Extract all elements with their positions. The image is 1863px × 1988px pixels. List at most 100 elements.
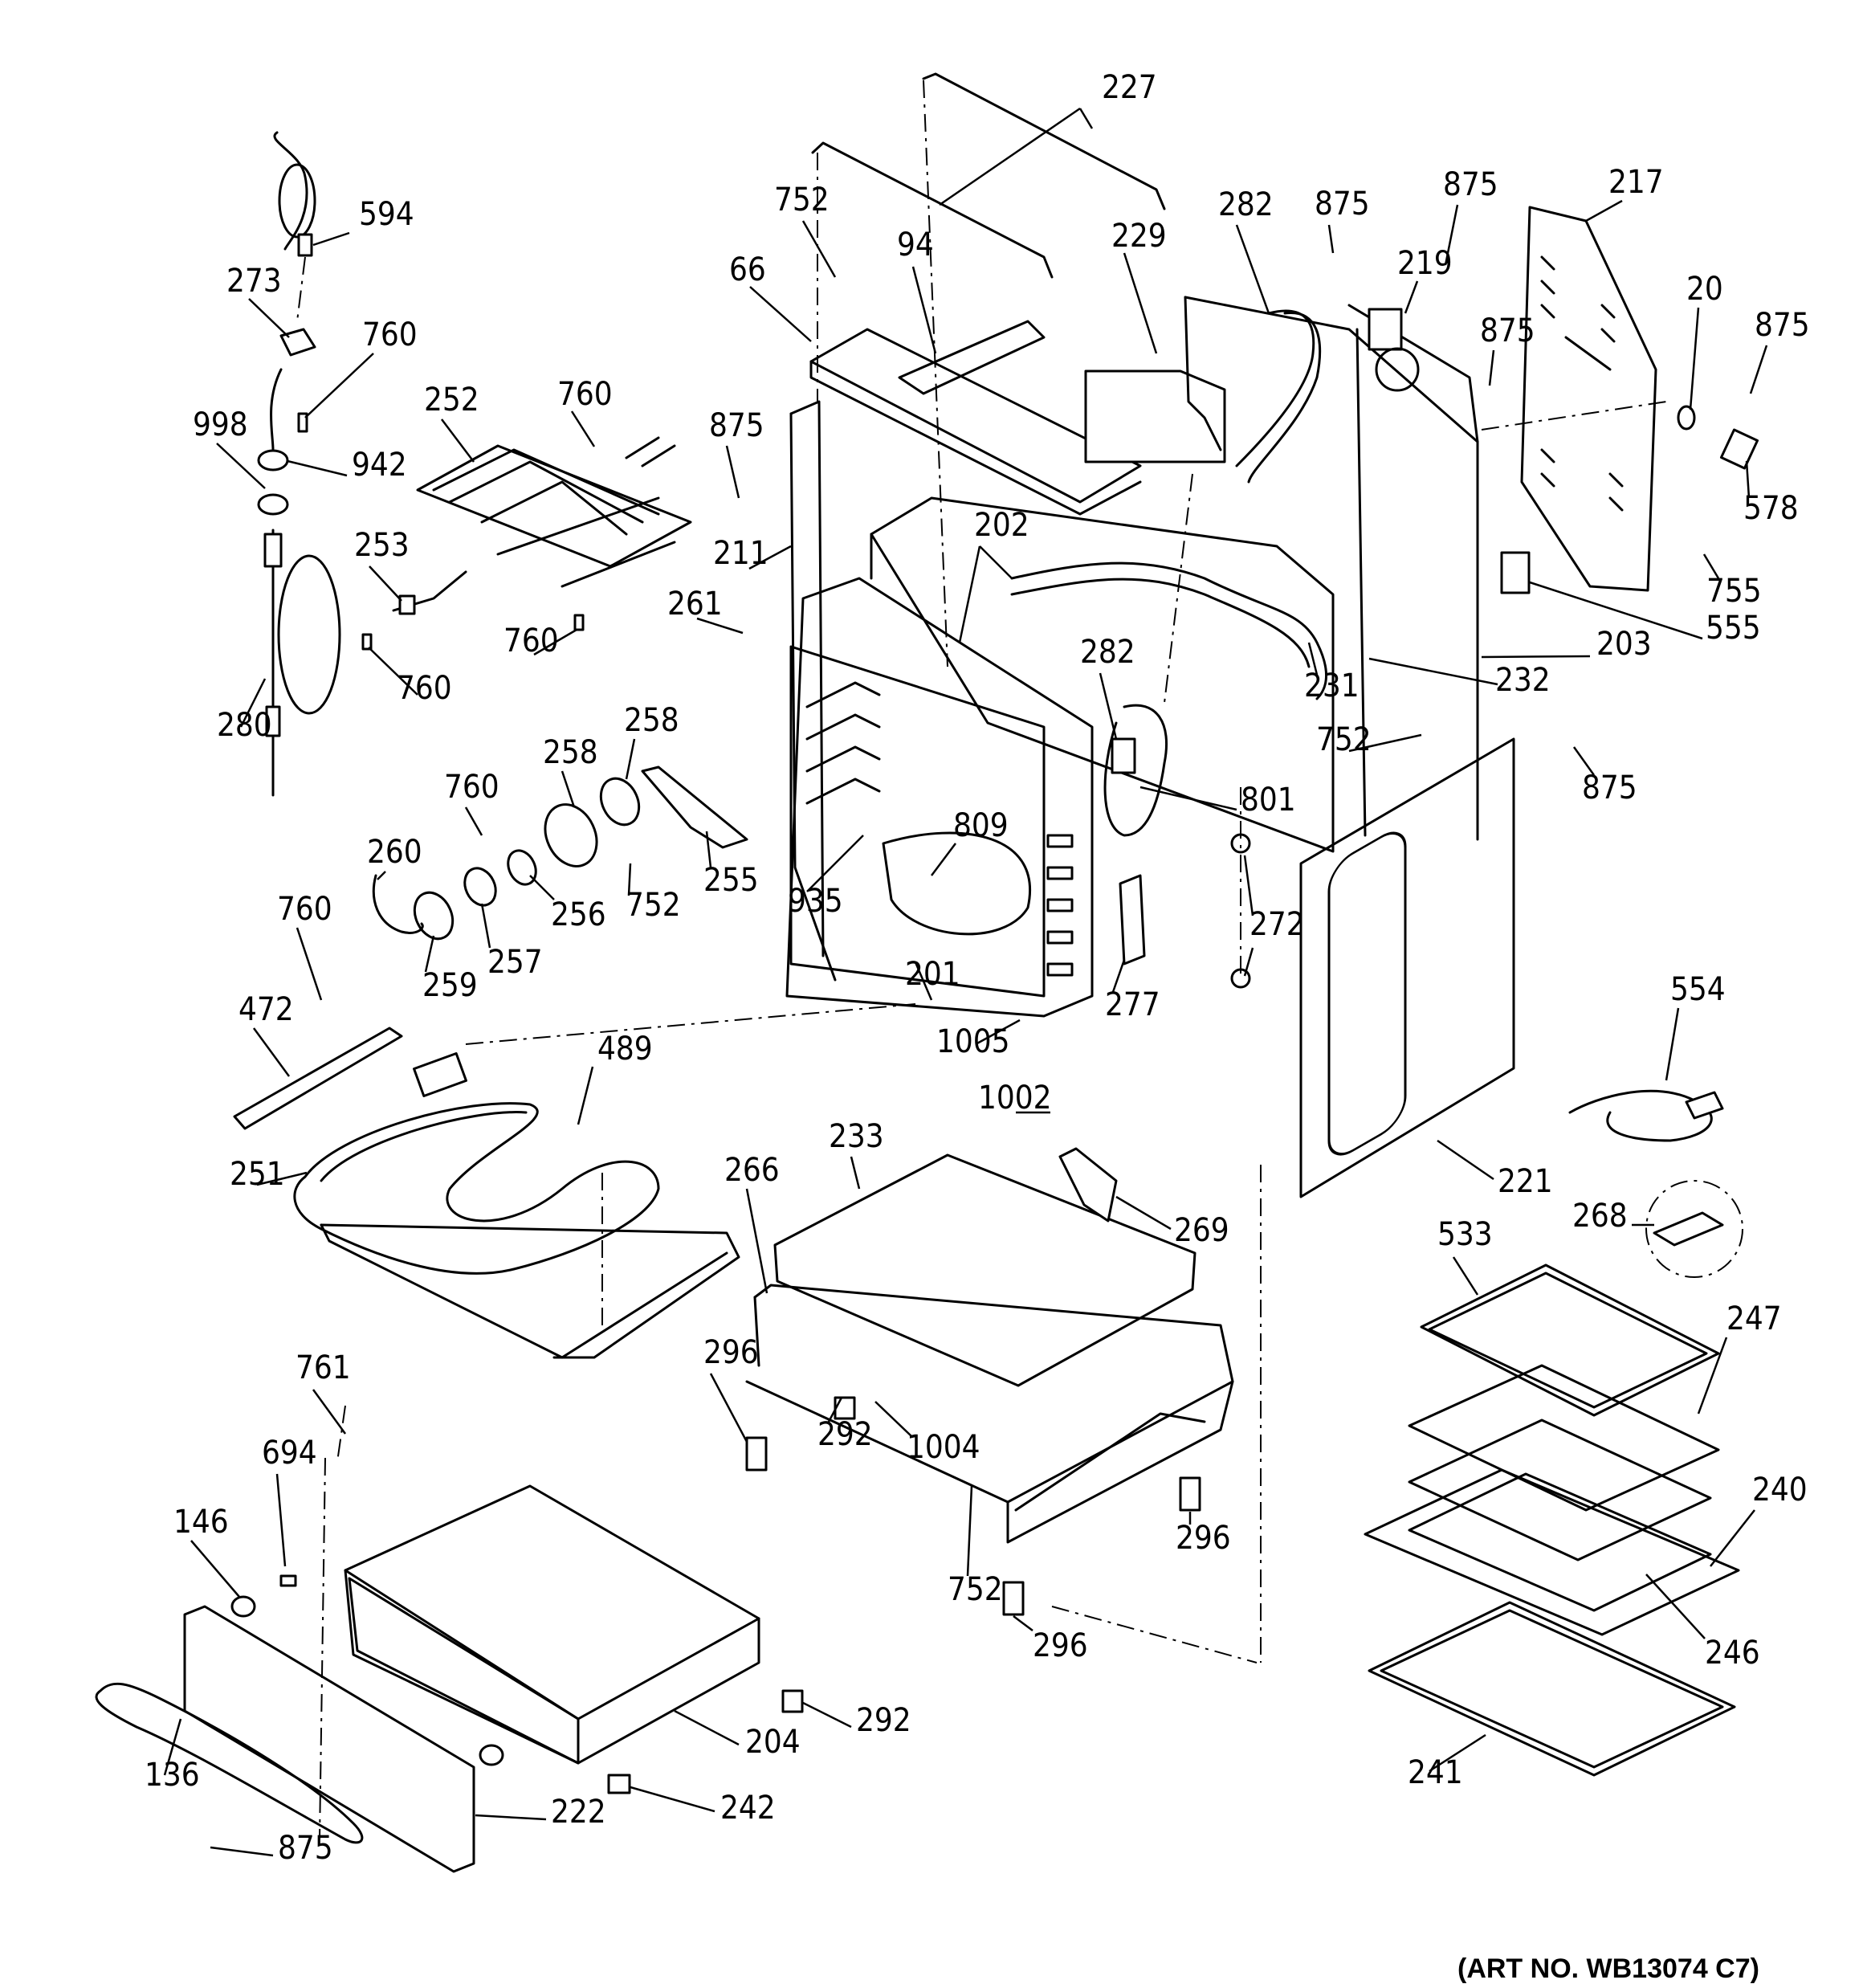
callout-282: 282 bbox=[1218, 186, 1274, 223]
callout-251: 251 bbox=[230, 1156, 285, 1193]
part-292-glides bbox=[781, 1396, 856, 1713]
part-246-broil-pan bbox=[1408, 1419, 1712, 1561]
part-259-fan bbox=[413, 891, 455, 941]
part-277-hinge bbox=[1119, 874, 1146, 965]
callout-136: 136 bbox=[145, 1757, 200, 1794]
callout-760: 760 bbox=[557, 376, 613, 413]
callout-202: 202 bbox=[974, 507, 1029, 544]
callout-760: 760 bbox=[277, 891, 332, 928]
callout-253: 253 bbox=[354, 527, 410, 564]
callout-203: 203 bbox=[1596, 626, 1652, 663]
callout-146: 146 bbox=[173, 1504, 229, 1541]
part-998-942-nuts bbox=[257, 368, 289, 516]
callout-875: 875 bbox=[1755, 307, 1810, 344]
part-146-694-fasteners bbox=[230, 1574, 504, 1766]
part-296-leveling-legs bbox=[745, 1436, 1201, 1616]
callout-694: 694 bbox=[262, 1435, 317, 1472]
callout-232: 232 bbox=[1495, 662, 1551, 699]
callout-760: 760 bbox=[444, 769, 499, 806]
callout-252: 252 bbox=[424, 382, 479, 418]
callout-472: 472 bbox=[238, 991, 294, 1028]
callout-258: 258 bbox=[543, 734, 598, 771]
part-211-cabinet-side bbox=[789, 400, 837, 982]
callout-247: 247 bbox=[1726, 1300, 1782, 1337]
part-255-shield bbox=[641, 765, 748, 849]
part-554-power-cord bbox=[1568, 1089, 1724, 1142]
callout-268: 268 bbox=[1572, 1198, 1628, 1235]
callout-266: 266 bbox=[724, 1152, 780, 1189]
callout-875: 875 bbox=[1582, 769, 1637, 806]
part-280-probe bbox=[263, 529, 341, 797]
callout-260: 260 bbox=[367, 834, 422, 871]
callout-578: 578 bbox=[1743, 490, 1799, 527]
part-273-bracket bbox=[279, 328, 316, 357]
callout-258: 258 bbox=[624, 702, 679, 739]
callout-760: 760 bbox=[362, 316, 418, 353]
part-229-insulation bbox=[1084, 369, 1226, 463]
callout-211: 211 bbox=[713, 535, 768, 572]
callout-204: 204 bbox=[745, 1724, 801, 1761]
callout-489: 489 bbox=[597, 1031, 653, 1067]
part-221-side-panel bbox=[1299, 737, 1515, 1198]
callout-935: 935 bbox=[788, 883, 843, 920]
callout-809: 809 bbox=[953, 807, 1009, 844]
callout-221: 221 bbox=[1498, 1163, 1553, 1200]
callout-533: 533 bbox=[1437, 1216, 1493, 1253]
callout-240: 240 bbox=[1752, 1472, 1808, 1508]
callout-66: 66 bbox=[729, 251, 766, 288]
callout-231: 231 bbox=[1304, 667, 1360, 704]
part-204-drawer bbox=[344, 1484, 760, 1765]
callout-201: 201 bbox=[905, 956, 960, 993]
callout-761: 761 bbox=[296, 1349, 351, 1386]
callout-227: 227 bbox=[1102, 69, 1157, 106]
part-203-back-panel bbox=[1184, 296, 1479, 841]
callout-257: 257 bbox=[487, 944, 543, 981]
callout-752: 752 bbox=[626, 887, 681, 924]
part-201-rack-supports bbox=[1046, 834, 1074, 977]
part-578-knob bbox=[1719, 428, 1759, 470]
part-594-sensor-lead bbox=[273, 131, 316, 322]
callout-801: 801 bbox=[1241, 782, 1296, 818]
callout-554: 554 bbox=[1670, 971, 1726, 1008]
callout-272: 272 bbox=[1249, 906, 1305, 943]
part-489-element-terminal bbox=[413, 1052, 467, 1097]
callout-229: 229 bbox=[1111, 218, 1167, 255]
callout-875: 875 bbox=[1315, 186, 1370, 222]
callout-217: 217 bbox=[1608, 164, 1664, 201]
callout-255: 255 bbox=[703, 862, 759, 899]
callout-292: 292 bbox=[856, 1702, 911, 1739]
callout-20: 20 bbox=[1686, 271, 1723, 308]
callout-752: 752 bbox=[948, 1571, 1003, 1608]
part-233-insulation bbox=[773, 1153, 1196, 1387]
part-247-broil-pan-insert bbox=[1408, 1364, 1720, 1512]
callout-875: 875 bbox=[1480, 312, 1535, 349]
part-251-bake-element bbox=[293, 1102, 660, 1275]
part-260-clip bbox=[372, 874, 424, 934]
part-217-side-panel bbox=[1520, 206, 1657, 592]
callout-277: 277 bbox=[1105, 986, 1160, 1023]
part-253-clip bbox=[392, 570, 467, 615]
callout-998: 998 bbox=[193, 406, 248, 443]
part-282-lamp-bracket bbox=[1103, 704, 1168, 837]
part-242-glide bbox=[607, 1774, 631, 1794]
part-269-bracket bbox=[1058, 1147, 1118, 1223]
leader-lines bbox=[163, 107, 1768, 1857]
part-266-frame bbox=[745, 1284, 1234, 1544]
part-66-top-brace bbox=[809, 320, 1142, 516]
part-760-screws-left bbox=[297, 412, 585, 651]
callout-755: 755 bbox=[1706, 573, 1762, 610]
callout-296: 296 bbox=[1176, 1520, 1231, 1557]
part-282-duct bbox=[1235, 309, 1322, 484]
part-136-handle bbox=[95, 1682, 364, 1844]
part-256-bearing bbox=[507, 849, 537, 886]
callout-292: 292 bbox=[817, 1416, 873, 1453]
callout-246: 246 bbox=[1705, 1635, 1760, 1672]
callout-296: 296 bbox=[703, 1334, 759, 1371]
part-533-rack bbox=[1420, 1263, 1720, 1417]
callout-219: 219 bbox=[1397, 245, 1453, 282]
part-202-oven-cavity bbox=[785, 496, 1335, 1018]
callout-875: 875 bbox=[278, 1830, 333, 1867]
part-bake-pan bbox=[320, 1223, 740, 1359]
callout-1002: 1002 bbox=[978, 1080, 1052, 1116]
part-241-oven-rack bbox=[1368, 1601, 1736, 1777]
